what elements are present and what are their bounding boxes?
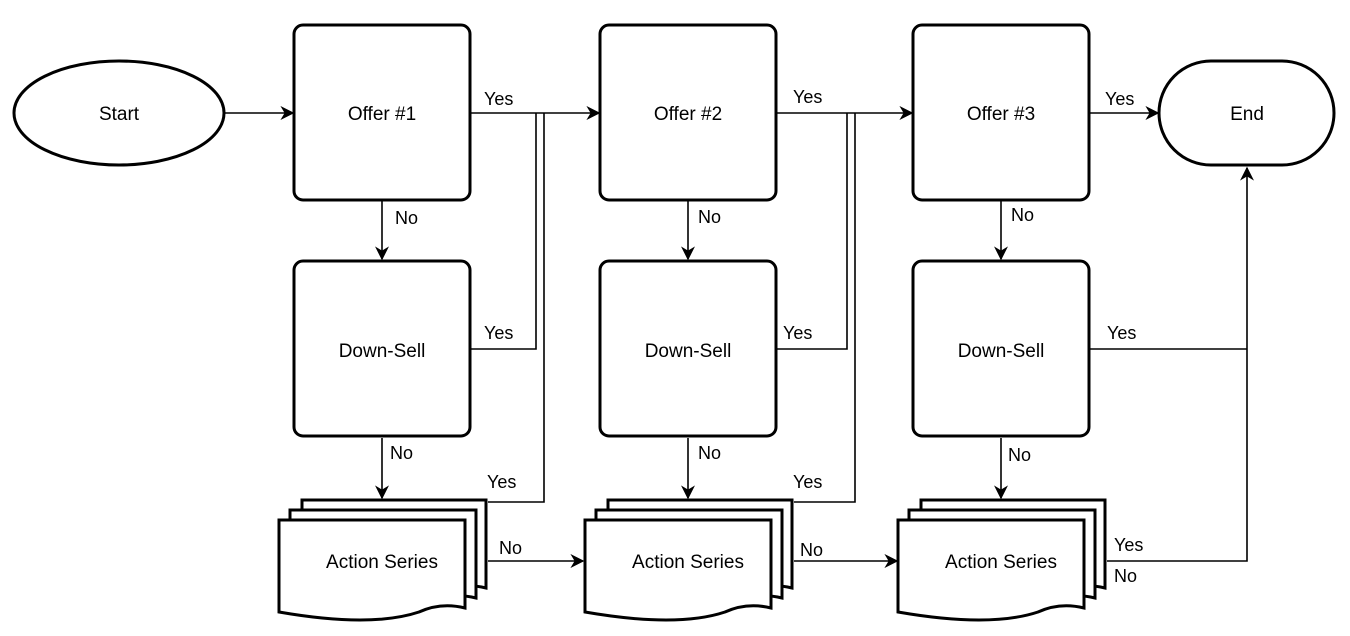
node-offer3-label: Offer #3 (967, 104, 1035, 125)
edges (225, 106, 1254, 568)
label-downsell3-no: No (1008, 445, 1031, 465)
node-offer1-label: Offer #1 (348, 104, 416, 125)
label-downsell1-yes: Yes (484, 323, 513, 343)
label-downsell2-yes: Yes (783, 323, 812, 343)
label-offer3-no: No (1011, 205, 1034, 225)
label-offer2-no: No (698, 207, 721, 227)
node-offer3: Offer #3 (911, 23, 1091, 202)
node-action1-label: Action Series (326, 552, 438, 573)
node-downsell1: Down-Sell (292, 259, 472, 438)
label-downsell3-yes: Yes (1107, 323, 1136, 343)
node-action2-label: Action Series (632, 552, 744, 573)
node-end-label: End (1230, 104, 1264, 125)
node-action3-label: Action Series (945, 552, 1057, 573)
node-downsell2-label: Down-Sell (645, 341, 732, 362)
label-action1-yes: Yes (487, 472, 516, 492)
node-offer2-label: Offer #2 (654, 104, 722, 125)
node-action2: Action Series (583, 498, 794, 622)
node-action1: Action Series (277, 498, 488, 622)
label-action2-no: No (800, 540, 823, 560)
node-action3: Action Series (896, 498, 1107, 622)
label-action3-yes: Yes (1114, 535, 1143, 555)
edge-downsell2-yes (777, 113, 848, 350)
node-end: End (1157, 59, 1336, 167)
label-offer2-yes: Yes (793, 87, 822, 107)
node-start: Start (12, 59, 226, 167)
node-start-label: Start (99, 104, 140, 125)
node-downsell3: Down-Sell (911, 259, 1091, 438)
label-action3-no: No (1114, 566, 1137, 586)
edge-action3-yes (1107, 166, 1254, 562)
node-offer1: Offer #1 (292, 23, 472, 202)
edge-action1-yes (488, 113, 545, 503)
label-action2-yes: Yes (793, 472, 822, 492)
edge-labels: Yes No Yes No Yes No Yes No Yes No Yes N… (390, 87, 1143, 586)
label-offer1-yes: Yes (484, 89, 513, 109)
node-downsell2: Down-Sell (598, 259, 778, 438)
node-downsell1-label: Down-Sell (339, 341, 426, 362)
label-offer1-no: No (395, 208, 418, 228)
edge-action2-yes (794, 113, 856, 503)
label-offer3-yes: Yes (1105, 89, 1134, 109)
node-offer2: Offer #2 (598, 23, 778, 202)
label-downsell2-no: No (698, 443, 721, 463)
node-downsell3-label: Down-Sell (958, 341, 1045, 362)
label-action1-no: No (499, 538, 522, 558)
label-downsell1-no: No (390, 443, 413, 463)
edge-downsell1-yes (471, 113, 537, 350)
